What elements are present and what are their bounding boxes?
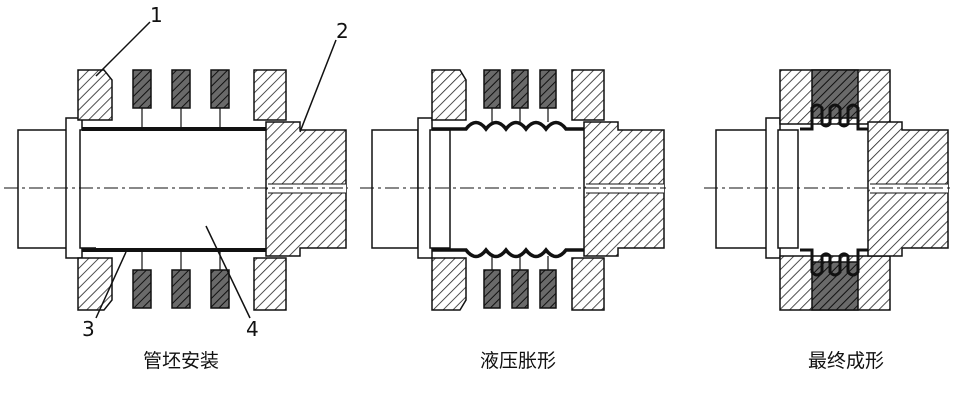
top-right-die xyxy=(571,69,605,121)
top-ring xyxy=(171,69,191,109)
bellows-bottom xyxy=(800,248,870,277)
callout-2: 2 xyxy=(336,19,349,43)
stage-1-tube-installation: 1 2 3 4 xyxy=(4,3,349,341)
top-ring xyxy=(483,69,501,109)
bottom-ring-stack xyxy=(811,261,859,311)
top-ring-stack xyxy=(811,69,859,119)
bottom-ring xyxy=(511,269,529,309)
left-punch-nose xyxy=(777,129,799,249)
top-ring xyxy=(511,69,529,109)
stage-3-final-forming xyxy=(704,69,954,311)
bottom-left-die xyxy=(431,257,467,311)
bottom-ring xyxy=(483,269,501,309)
caption-hydraulic-bulging: 液压胀形 xyxy=(479,350,556,372)
bottom-ring xyxy=(210,269,230,309)
bottom-right-die xyxy=(253,257,287,311)
leader-3 xyxy=(95,251,127,319)
bottom-ring xyxy=(171,269,191,309)
bottom-ring xyxy=(132,269,152,309)
bulged-tube-top xyxy=(432,120,600,132)
tube-blank xyxy=(96,130,270,250)
bottom-right-die xyxy=(571,257,605,311)
top-ring xyxy=(132,69,152,109)
top-left-die xyxy=(431,69,467,121)
bottom-left-die xyxy=(77,257,113,311)
bulged-tube-bottom xyxy=(432,247,600,259)
bottom-ring xyxy=(539,269,557,309)
left-punch xyxy=(371,129,419,249)
top-ring xyxy=(539,69,557,109)
leader-2 xyxy=(299,39,337,133)
leader-1 xyxy=(95,21,151,77)
bellows-top xyxy=(800,103,870,131)
callout-1: 1 xyxy=(150,3,163,27)
left-punch-nose xyxy=(429,129,451,249)
caption-tube-installation: 管坯安装 xyxy=(142,350,219,372)
caption-final-forming: 最终成形 xyxy=(807,350,884,372)
top-right-die xyxy=(253,69,287,121)
top-left-die xyxy=(77,69,113,121)
left-punch xyxy=(17,129,69,249)
top-ring xyxy=(210,69,230,109)
callout-4: 4 xyxy=(246,317,259,341)
left-punch xyxy=(715,129,769,249)
leader-4 xyxy=(205,225,251,319)
stage-2-hydraulic-bulging xyxy=(360,69,666,311)
callout-3: 3 xyxy=(82,317,95,341)
